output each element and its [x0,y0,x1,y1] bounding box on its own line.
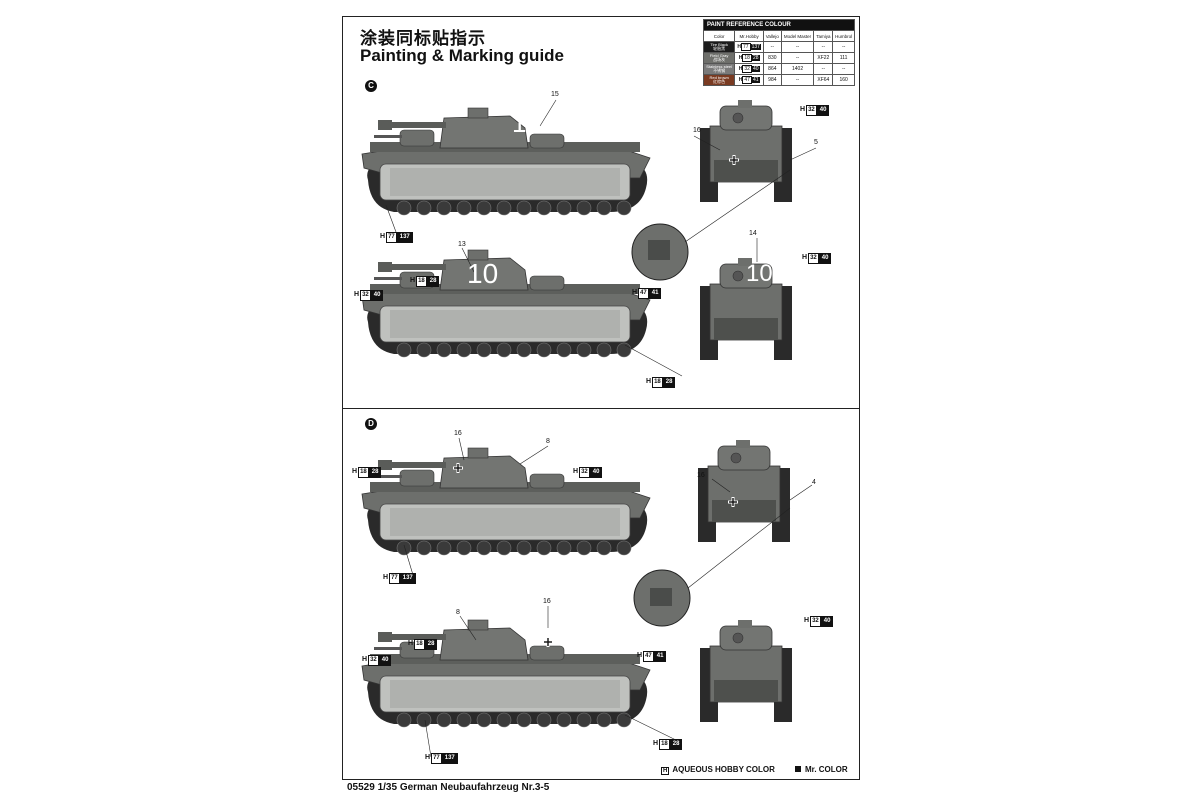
c-front-view [699,99,793,203]
paint-code-humbrol: 160 [832,74,855,86]
d-side2-cross-decal [543,637,553,647]
paint-name-cn: 轮胎黑 [713,46,726,51]
title-english: Painting & Marking guide [360,46,565,65]
decal-number: 16 [693,127,701,134]
c-side-view-1 [361,107,651,216]
decal-number: 8 [546,438,550,445]
decal-number: 5 [814,139,818,146]
decal-number: 14 [749,230,757,237]
legend-mr-color-label: Mr. COLOR [805,765,848,774]
paint-name: Tire Black [710,42,728,47]
decal-number: 15 [551,91,559,98]
decal-number: 16 [454,430,462,437]
paint-code-model-master: -- [780,74,815,86]
paint-reference-table: PAINT REFERENCE COLOUR Color Mr.Hobby Va… [702,19,855,86]
section-d-badge: D [365,418,377,430]
paint-code-vallejo: 984 [763,74,782,86]
decal-number: 13 [458,241,466,248]
paint-name-cn: 红棕色 [713,79,726,84]
c-turret-number-2: 10 [467,258,499,289]
legend-aqueous-mark: H [661,767,670,775]
d-rear-view [699,619,793,723]
paint-code-model-master: -- [780,52,815,64]
section-divider [342,408,860,409]
legend-aqueous-label: AQUEOUS HOBBY COLOR [672,765,775,774]
decal-number: 4 [812,479,816,486]
d-side-view-1 [361,447,651,556]
d-detail-emblem [650,588,672,606]
c-rear-turret-number: 10 [746,260,773,287]
paint-name: Red brown [709,75,729,80]
paint-name: Stainless steel [706,64,733,69]
c-side-view-2 [361,249,651,358]
title-chinese: 涂装同标贴指示 [360,29,486,48]
paint-name: Field Gray [709,53,729,58]
paint-name-cn: 不锈钢 [713,68,726,73]
paint-name-cn: 战场灰 [713,57,726,62]
section-c-badge: C [365,80,377,92]
legend-mr-color: Mr. COLOR [795,765,848,774]
c-turret-number-1: 10 [512,108,541,138]
paint-code-model-master: -- [780,41,815,53]
c-detail-emblem [648,240,670,260]
footer-model-title: 05529 1/35 German Neubaufahrzeug Nr.3-5 [347,782,550,793]
decal-number: 16 [543,598,551,605]
d-side-view-2 [361,619,651,728]
col-humbrol: Humbrol [832,30,855,42]
decal-number: 8 [456,609,460,616]
decal-number: 16 [697,472,705,479]
legend-mr-color-swatch [795,766,801,772]
d-front-view [697,439,791,543]
